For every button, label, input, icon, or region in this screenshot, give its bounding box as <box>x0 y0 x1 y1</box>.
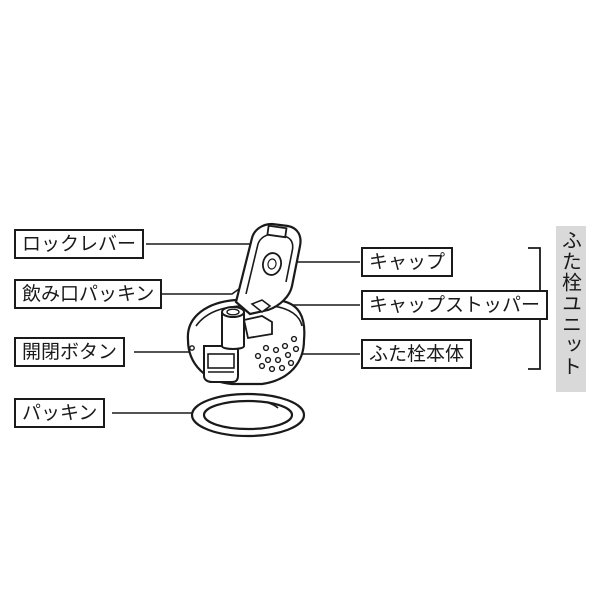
label-open-close-button: 開閉ボタン <box>14 337 126 367</box>
label-lock-lever: ロックレバー <box>14 229 145 259</box>
mouthpiece-shape <box>221 312 245 350</box>
unit-label-lid-plug-unit: ふた栓ユニット <box>556 226 586 392</box>
label-packing: パッキン <box>14 398 106 428</box>
label-cap-stopper: キャップストッパー <box>361 290 549 320</box>
lid-plug-body-shape <box>186 298 306 386</box>
cap-shape <box>234 222 302 316</box>
packing-ring-shape <box>190 392 306 438</box>
cap-stopper-shape <box>250 299 272 314</box>
lock-lever-shape <box>266 224 288 239</box>
label-mouthpiece-packing: 飲み口パッキン <box>14 279 163 309</box>
label-lid-plug-body: ふた栓本体 <box>361 339 473 369</box>
vent-holes <box>189 335 300 373</box>
label-cap: キャップ <box>361 247 454 277</box>
